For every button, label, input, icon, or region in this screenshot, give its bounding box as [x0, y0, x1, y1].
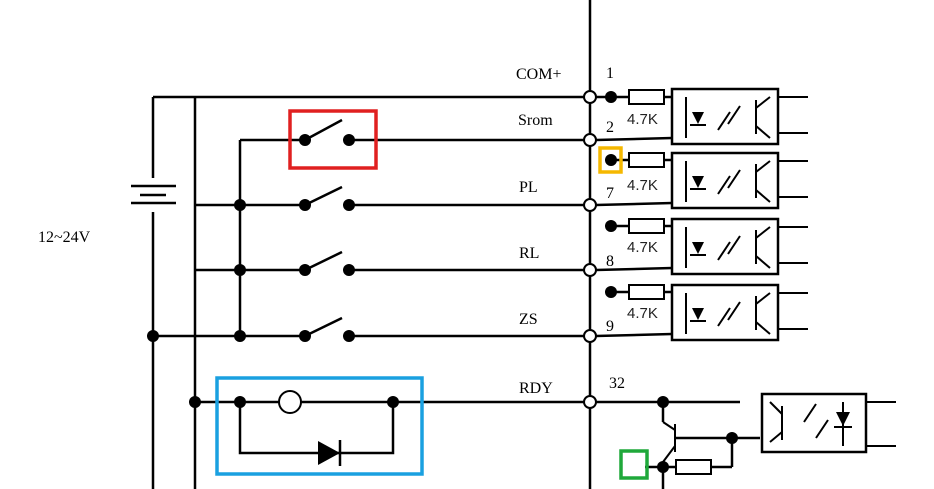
switch-srom — [304, 118, 343, 142]
switch-pl — [304, 185, 343, 207]
highlight-box-red — [288, 109, 378, 170]
optocoupler-2 — [670, 151, 808, 210]
resistor-label: 4.7K — [627, 177, 658, 194]
input-circuit-2 — [595, 136, 673, 142]
terminal-signal: RDY — [519, 380, 553, 397]
terminal-pin: 8 — [606, 253, 614, 270]
terminal-signal: COM+ — [516, 66, 561, 83]
switch-rl — [304, 250, 343, 272]
optocoupler-1 — [670, 87, 808, 146]
input-circuit-4 — [595, 218, 673, 272]
battery-icon — [131, 178, 176, 212]
terminal-node — [583, 329, 597, 343]
supply-label: 12~24V — [38, 229, 91, 246]
switch-zs — [304, 316, 343, 338]
terminal-pin: 2 — [606, 119, 614, 136]
diode-icon — [318, 440, 342, 466]
terminal-signal: PL — [519, 179, 538, 196]
optocoupler-4 — [670, 283, 808, 342]
resistor-label: 4.7K — [627, 305, 658, 322]
terminal-pin: 7 — [606, 185, 614, 202]
terminal-signal: Srom — [518, 112, 553, 129]
optocoupler-rdy — [760, 392, 896, 454]
output-transistor-stage — [596, 396, 760, 489]
terminal-node — [583, 395, 597, 409]
terminal-node — [583, 198, 597, 212]
terminal-node — [583, 90, 597, 104]
input-circuit-5 — [595, 284, 673, 338]
lamp-icon — [278, 390, 302, 414]
terminal-signal: ZS — [519, 311, 538, 328]
terminal-pin: 9 — [606, 318, 614, 335]
input-circuit-3 — [595, 152, 673, 207]
terminal-signal: RL — [519, 245, 539, 262]
optocoupler-3 — [670, 217, 808, 276]
terminal-pin: 1 — [606, 65, 614, 82]
highlight-box-orange — [598, 146, 623, 174]
resistor-label: 4.7K — [627, 239, 658, 256]
terminal-node — [583, 263, 597, 277]
terminal-pin: 32 — [609, 375, 625, 392]
resistor-label: 4.7K — [627, 111, 658, 128]
highlight-box-blue — [215, 376, 424, 476]
highlight-box-green — [619, 449, 649, 480]
input-circuit-1 — [596, 89, 672, 105]
terminal-node — [583, 133, 597, 147]
